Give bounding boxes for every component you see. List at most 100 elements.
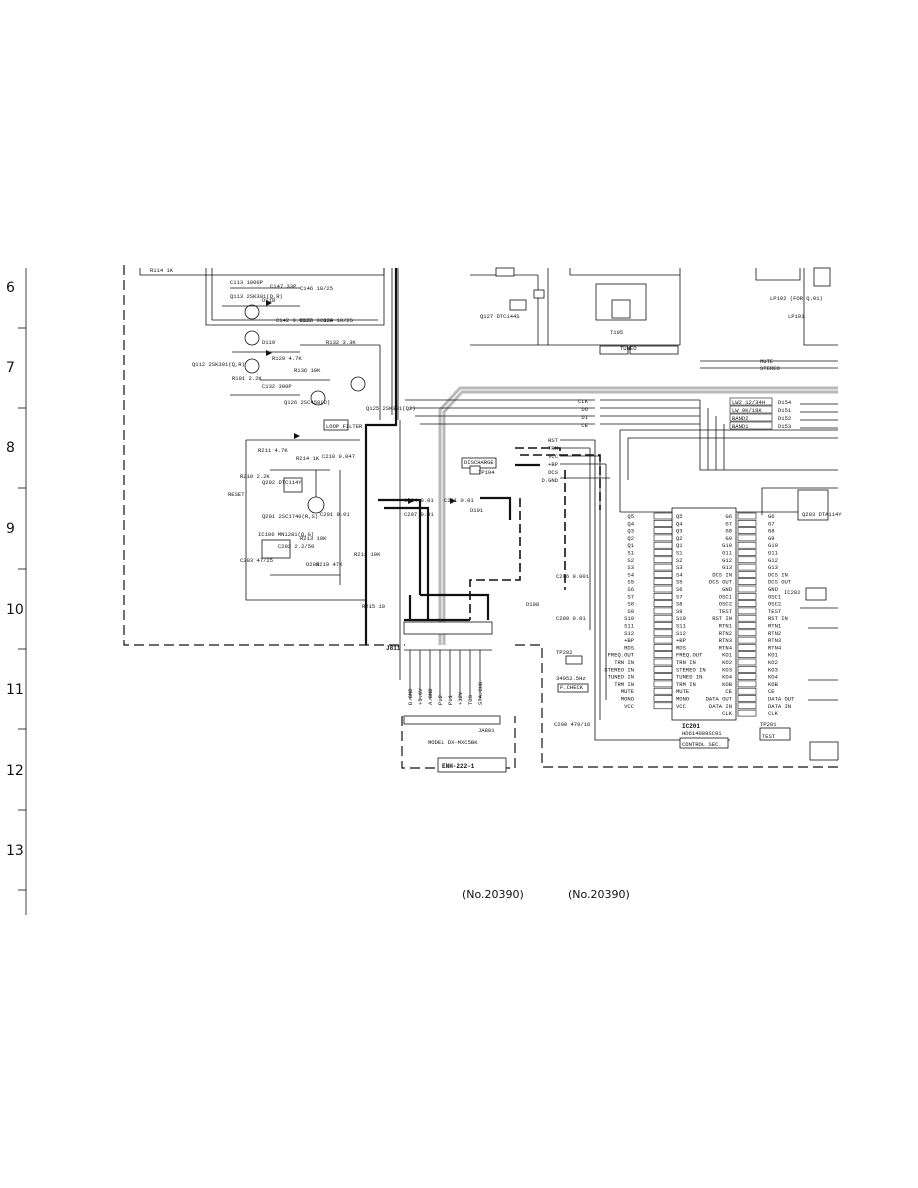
ic201-pin-left: TRM IN xyxy=(676,681,696,688)
label-freq: 34952.5Hz xyxy=(556,675,586,682)
ic201-pin-box-right xyxy=(737,709,757,717)
ic201-signal-right: RTN4 xyxy=(768,644,782,651)
model-name: MODEL DX-MXC5BK xyxy=(428,739,478,746)
ic201-signal-right: DCS OUT xyxy=(768,579,792,586)
ic201-pin-box-left xyxy=(653,571,673,578)
band-line-label: BAND2 xyxy=(732,415,749,422)
ic201-pin-right: KO3 xyxy=(722,666,732,673)
ic201-pin-right: DCS OUT xyxy=(709,579,733,586)
ic201-pin-box-left xyxy=(653,600,673,607)
component-label: R213 10K xyxy=(300,535,327,542)
ic201-pin-box-right xyxy=(737,651,757,659)
ic201-pin-left: S3 xyxy=(676,564,683,571)
connector-j811-pin: A.GND xyxy=(427,688,434,705)
ic201-pin-box-left xyxy=(653,578,673,586)
band-diode-label: D153 xyxy=(778,423,791,430)
ic201-pin-right: KOB xyxy=(722,681,733,688)
ic201-pin-left: S6 xyxy=(676,586,683,593)
ic201-pin-box-left xyxy=(653,644,673,651)
component-label: D205 xyxy=(306,561,319,568)
ic201-signal-left: S3 xyxy=(627,564,634,571)
component-label: R219 47K xyxy=(316,561,343,568)
ic201-pin-right: RTN1 xyxy=(719,623,733,630)
ic201-pin-box-left xyxy=(653,695,673,702)
ic201-signal-right: DATA OUT xyxy=(768,696,795,703)
ic201-signal-right: G7 xyxy=(768,520,775,527)
ic201-pin-box-right xyxy=(737,687,757,695)
ic201-pin-box-left xyxy=(653,680,673,688)
bus-signal-label: DI xyxy=(581,414,588,421)
band-diode-label: D152 xyxy=(778,415,791,422)
component-label: C211 0.01 xyxy=(444,497,474,504)
ic201-pin-box-left xyxy=(653,658,673,666)
label-q125: Q125 2SK301(Q2) xyxy=(366,405,416,412)
label-loop-filter: LOOP FILTER xyxy=(326,423,363,430)
component-label: C207 0.01 xyxy=(404,511,434,518)
ic201-pin-box-right xyxy=(737,673,757,680)
ic201-pin-right: CLK xyxy=(722,710,733,717)
component-label: C133 0.022 xyxy=(300,317,333,324)
ic201-pin-right: G8 xyxy=(725,528,732,535)
ic201-pin-right: G6 xyxy=(725,513,732,520)
left-circuit xyxy=(222,287,381,431)
component-label: C202 2.2/50 xyxy=(278,543,314,550)
component-label: D191 xyxy=(470,507,484,514)
footer-code-right: (No.20390) xyxy=(568,888,630,901)
ic201-signal-left: Q3 xyxy=(627,528,634,535)
ic201-pin-left: +BP xyxy=(676,637,686,644)
ic201-signal-right: OSC1 xyxy=(768,593,782,600)
ic201-signal-right: G12 xyxy=(768,557,778,564)
ic201-signal-right: G11 xyxy=(768,550,779,557)
ic201-pin-box-right xyxy=(737,578,757,586)
ic201-signal-right: RST IN xyxy=(768,615,788,622)
ic201-signal-left: Q2 xyxy=(627,535,634,542)
footer-code-left: (No.20390) xyxy=(462,888,524,901)
label-q202: Q202 DTC114Y xyxy=(262,479,302,486)
component-label: C201 0.01 xyxy=(320,511,350,518)
ic201-signal-left: S11 xyxy=(624,623,635,630)
ic201-pin-box-left xyxy=(653,687,673,695)
label-tuned: TUNED xyxy=(620,345,637,352)
component-label: C147 33P xyxy=(270,283,296,290)
ic201-signal-right: CE xyxy=(768,688,775,695)
ic201-pin-box-left xyxy=(653,563,673,571)
ic201-pin-right: DATA OUT xyxy=(706,696,733,703)
label-reset: RESET xyxy=(228,491,245,498)
ic201-pin-right: TEST xyxy=(719,608,733,615)
control-label: STEREO xyxy=(760,365,781,372)
page-ruler xyxy=(18,268,27,915)
top-frames xyxy=(139,267,838,680)
ic201-pin-left: S11 xyxy=(676,623,687,630)
ic201-pin-box-right xyxy=(737,527,757,534)
ic201-pin-right: G12 xyxy=(722,557,732,564)
bus-label: D.GND xyxy=(541,477,558,484)
component-label: R101 2.2K xyxy=(232,375,262,382)
ic201-pin-box-left xyxy=(653,519,673,527)
ic201-pin-right: G11 xyxy=(722,550,733,557)
ic201-pin-box-right xyxy=(737,519,757,527)
row-label-10: 10 xyxy=(6,602,24,618)
ic201-pin-left: Q3 xyxy=(676,528,683,535)
ic201-signal-left: FREQ.OUT xyxy=(608,652,635,659)
ic201-pin-box-right xyxy=(737,658,757,666)
ic201-pin-right: OSC1 xyxy=(719,593,733,600)
label-tp104: TP104 xyxy=(478,469,495,476)
label-lp102: LP102 (FOR Q.01) xyxy=(770,295,823,302)
component-label: R212 10K xyxy=(354,551,381,558)
ic201-pin-box-right xyxy=(737,695,757,702)
band-diode-label: D154 xyxy=(778,399,792,406)
component-label: R129 4.7K xyxy=(272,355,302,362)
mid-left-circuit xyxy=(245,433,456,601)
component-label: R132 3.3K xyxy=(326,339,356,346)
band-line-label: LW 9K/18K xyxy=(732,407,762,414)
ic201-pin-right: RTN3 xyxy=(719,637,732,644)
ic201-pin-right: KO2 xyxy=(722,659,732,666)
ic201-pin-left: VCC xyxy=(676,703,687,710)
ic201-pin-left: Q5 xyxy=(676,513,683,520)
bus-lines xyxy=(405,399,838,741)
connector-j811-pin: +5.6V xyxy=(417,688,424,705)
ic201-pin-box-left xyxy=(653,541,673,549)
ic201-pin-left: S4 xyxy=(676,571,683,578)
